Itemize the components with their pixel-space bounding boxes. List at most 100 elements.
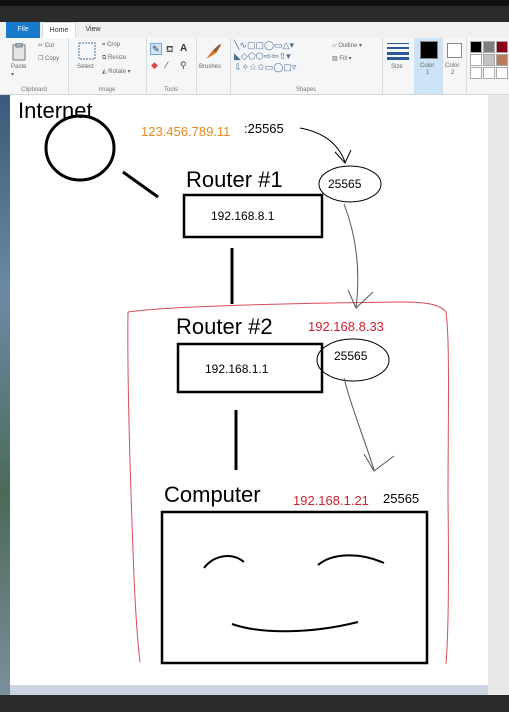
crop-icon: ⌗ xyxy=(102,42,106,48)
palette-swatch[interactable] xyxy=(496,41,508,53)
forward-arrow-2 xyxy=(343,203,374,309)
resize-icon: ⧉ xyxy=(102,55,107,61)
magnifier-icon: ⚲ xyxy=(180,60,187,70)
shapes-gallery[interactable]: ╲∿▢▢◯▭△▾◣◇⬠⬡⇨⇦⇧▾⇩✧☆✩▭◯▢▿ xyxy=(234,40,297,72)
fill-bucket-icon: ⛾ xyxy=(166,44,174,54)
router2-wan-ip: 192.168.8.33 xyxy=(308,319,384,334)
local-network-outline xyxy=(127,301,449,665)
tab-home[interactable]: Home xyxy=(42,22,76,39)
cut-label: Cut xyxy=(44,43,55,49)
title-bar xyxy=(0,0,509,22)
size-lines-icon xyxy=(387,43,409,60)
drawing-canvas[interactable] xyxy=(10,95,488,685)
outline-icon: ▱ xyxy=(332,43,337,49)
resize-button[interactable]: ⧉ Resize xyxy=(102,55,126,62)
fill-label: Fill xyxy=(339,56,348,62)
desktop-background-strip xyxy=(0,95,10,695)
size-label: Size xyxy=(391,64,403,70)
internet-label: Internet xyxy=(18,98,93,123)
copy-button[interactable]: ❐ Copy xyxy=(38,55,59,62)
paste-button[interactable]: Paste xyxy=(11,64,27,70)
router1-port: 25565 xyxy=(328,177,362,191)
brush-icon xyxy=(206,44,221,59)
computer-title: Computer xyxy=(164,482,261,507)
forward-arrow-1 xyxy=(299,127,352,164)
brushes-group[interactable]: Brushes xyxy=(196,38,231,94)
forward-arrow-3 xyxy=(343,377,395,472)
rotate-icon: ◭ xyxy=(102,69,107,75)
color-palette xyxy=(470,41,509,81)
resize-label: Resize xyxy=(107,55,127,61)
face-left-eye xyxy=(203,555,245,569)
clipboard-group-label: Clipboard xyxy=(21,87,47,93)
paste-dropdown-icon[interactable]: ▾ xyxy=(11,72,15,78)
public-port: :25565 xyxy=(244,121,284,136)
computer-port: 25565 xyxy=(383,491,419,506)
text-tool[interactable]: A xyxy=(180,43,187,54)
router2-ip: 192.168.1.1 xyxy=(205,362,269,376)
copy-label: Copy xyxy=(45,56,60,62)
image-group-label: Image xyxy=(98,87,116,93)
ribbon: Paste ▾ ✂ Cut ❐ Copy Clipboard Select ⌗ … xyxy=(0,38,509,95)
router2-port-bubble xyxy=(316,338,390,382)
tab-view[interactable]: View xyxy=(85,26,101,33)
eraser-icon: ◆ xyxy=(151,60,158,70)
brushes-label: Brushes xyxy=(199,64,222,70)
palette-swatch[interactable] xyxy=(470,54,482,66)
color2-number: 2 xyxy=(451,70,455,76)
color-picker-icon: ⁄ xyxy=(166,60,168,70)
color2-label: Color xyxy=(445,63,460,69)
image-group: Select ⌗ Crop ⧉ Resize ◭ Rotate ▾ Image xyxy=(68,38,147,94)
color-picker-tool[interactable]: ⁄ xyxy=(166,60,168,70)
palette-swatch[interactable] xyxy=(496,54,508,66)
router1-box xyxy=(182,193,324,239)
paste-icon xyxy=(12,43,26,61)
shapes-group: ╲∿▢▢◯▭△▾◣◇⬠⬡⇨⇦⇧▾⇩✧☆✩▭◯▢▿ ▱ Outline ▾ ▨ F… xyxy=(230,38,383,94)
select-icon xyxy=(78,42,96,60)
fill-dropdown[interactable]: ▨ Fill ▾ xyxy=(332,56,352,62)
color2-swatch xyxy=(447,43,462,58)
fill-icon: ▨ xyxy=(332,56,338,62)
rotate-button[interactable]: ◭ Rotate ▾ xyxy=(102,69,131,75)
tools-group-label: Tools xyxy=(163,87,178,93)
clipboard-group: Paste ▾ ✂ Cut ❐ Copy Clipboard xyxy=(0,38,69,94)
face-right-eye xyxy=(317,554,385,566)
tab-file[interactable]: File xyxy=(6,22,40,38)
palette-swatch[interactable] xyxy=(483,67,495,79)
face-smile xyxy=(231,621,359,633)
internet-link xyxy=(122,170,159,199)
copy-icon: ❐ xyxy=(38,56,44,62)
color1-swatch xyxy=(420,41,438,59)
title-strip xyxy=(0,0,509,6)
palette-swatch[interactable] xyxy=(483,54,495,66)
router2-title: Router #2 xyxy=(176,314,273,339)
palette-swatch[interactable] xyxy=(470,41,482,53)
text-icon: A xyxy=(180,43,188,54)
cut-icon: ✂ xyxy=(38,43,44,49)
palette-swatch[interactable] xyxy=(483,41,495,53)
outline-label: Outline xyxy=(338,43,358,49)
pencil-tool[interactable]: ✎ xyxy=(150,43,162,55)
router2-box xyxy=(176,342,324,394)
outline-dropdown[interactable]: ▱ Outline ▾ xyxy=(332,43,362,49)
internet-circle xyxy=(44,114,116,182)
computer-ip: 192.168.1.21 xyxy=(293,493,369,508)
fill-tool[interactable]: ⛾ xyxy=(166,44,173,56)
color2-button[interactable]: Color 2 xyxy=(442,38,467,94)
crop-button[interactable]: ⌗ Crop xyxy=(102,42,120,49)
color1-number: 1 xyxy=(426,70,430,76)
status-bar xyxy=(0,695,509,712)
eraser-tool[interactable]: ◆ xyxy=(151,60,158,71)
router2-port: 25565 xyxy=(334,349,368,363)
color1-button[interactable]: Color 1 xyxy=(414,38,443,94)
pencil-icon: ✎ xyxy=(150,43,162,55)
rotate-label: Rotate xyxy=(108,69,126,75)
palette-swatch[interactable] xyxy=(470,67,482,79)
shapes-group-label: Shapes xyxy=(295,87,317,93)
cut-button[interactable]: ✂ Cut xyxy=(38,42,54,49)
palette-swatch[interactable] xyxy=(496,67,508,79)
select-button[interactable]: Select xyxy=(77,64,94,70)
canvas-right-margin xyxy=(488,95,509,695)
magnifier-tool[interactable]: ⚲ xyxy=(180,60,187,71)
